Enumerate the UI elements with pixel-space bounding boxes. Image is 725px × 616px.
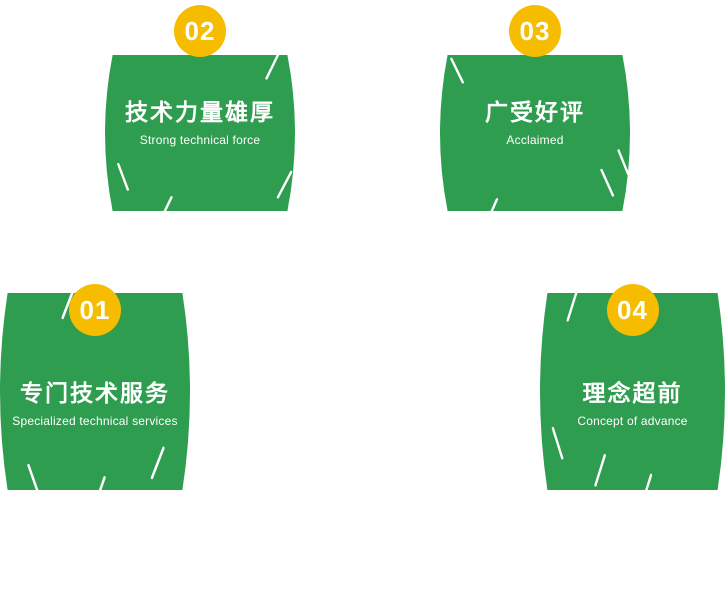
badge-number: 03 [519, 15, 551, 46]
card-title: 理念超前 [582, 380, 683, 406]
card-texts: 专门技术服务 Specialized technical services [0, 379, 190, 428]
feature-card-04: 04 理念超前 Concept of advance [540, 284, 725, 490]
card-texts: 广受好评 Acclaimed [440, 98, 630, 147]
card-title: 技术力量雄厚 [125, 99, 275, 125]
sparkle-marks [450, 57, 630, 211]
sparkle-marks [551, 293, 653, 490]
card-texts: 技术力量雄厚 Strong technical force [105, 98, 295, 147]
card-subtitle: Strong technical force [139, 133, 261, 147]
card-texts: 理念超前 Concept of advance [540, 379, 725, 428]
number-badge: 04 [606, 284, 659, 336]
card-shape [440, 55, 630, 211]
feature-card-03: 03 广受好评 Acclaimed [440, 5, 630, 211]
card-subtitle: Specialized technical services [12, 414, 178, 428]
sparkle-marks [27, 293, 165, 490]
badge-number: 04 [617, 294, 648, 325]
sparkle-marks [117, 55, 293, 211]
card-subtitle: Concept of advance [577, 414, 688, 428]
badge-number: 01 [79, 294, 111, 325]
badge-number: 02 [184, 15, 216, 46]
card-shape [105, 55, 295, 211]
card-title: 专门技术服务 [20, 380, 170, 406]
feature-card-02: 02 技术力量雄厚 Strong technical force [105, 5, 295, 211]
number-badge: 03 [509, 5, 561, 57]
card-subtitle: Acclaimed [506, 133, 564, 147]
feature-card-01: 01 专门技术服务 Specialized technical services [0, 284, 190, 490]
card-shape [540, 293, 725, 490]
number-badge: 01 [69, 284, 121, 336]
card-title: 广受好评 [485, 99, 585, 125]
card-shape [0, 293, 190, 490]
number-badge: 02 [174, 5, 226, 57]
